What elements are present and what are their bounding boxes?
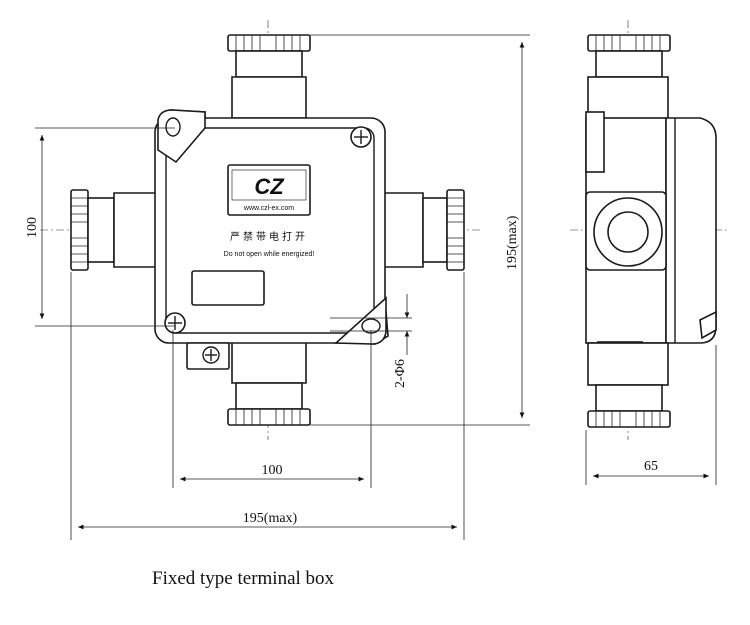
cover-screw-bottom-left (164, 312, 186, 334)
logo-text: CZ (254, 174, 285, 199)
width-max-label: 195(max) (243, 511, 298, 526)
website-url: www.czl-ex.com (243, 205, 294, 212)
height-body-label: 100 (25, 217, 40, 238)
hole-dimension: 2-Φ6 (330, 294, 412, 388)
front-view: CZ www.czl-ex.com 严禁带电打开 Do not open whi… (25, 20, 530, 540)
width-100-dimension: 100 (172, 330, 372, 488)
logo-plate: CZ www.czl-ex.com (227, 164, 311, 216)
side-cover (665, 117, 717, 344)
nameplate (191, 270, 265, 306)
left-cable-gland (70, 189, 157, 271)
warning-chinese: 严禁带电打开 (230, 230, 308, 243)
bottom-cable-gland (227, 341, 311, 426)
right-cable-gland (380, 189, 465, 271)
depth-label: 65 (644, 459, 658, 474)
height-100-dimension: 100 (25, 127, 175, 327)
cover-screw-top-right (350, 126, 372, 148)
height-max-label: 195(max) (505, 215, 520, 270)
hole-dimension-label: 2-Φ6 (393, 359, 408, 388)
ground-terminal (186, 342, 230, 370)
top-left-mounting-hole (165, 117, 181, 137)
enclosure-body (154, 117, 386, 344)
figure-caption: Fixed type terminal box (152, 568, 335, 589)
depth-65-dimension: 65 (585, 345, 717, 485)
top-cable-gland (227, 34, 311, 119)
warning-english: Do not open while energized! (224, 251, 315, 258)
width-195-dimension: 195(max) (70, 272, 465, 540)
top-left-ear-overlay (157, 109, 206, 164)
width-body-label: 100 (262, 463, 283, 478)
side-view: 65 (570, 20, 730, 485)
height-195-dimension: 195(max) (310, 34, 530, 426)
